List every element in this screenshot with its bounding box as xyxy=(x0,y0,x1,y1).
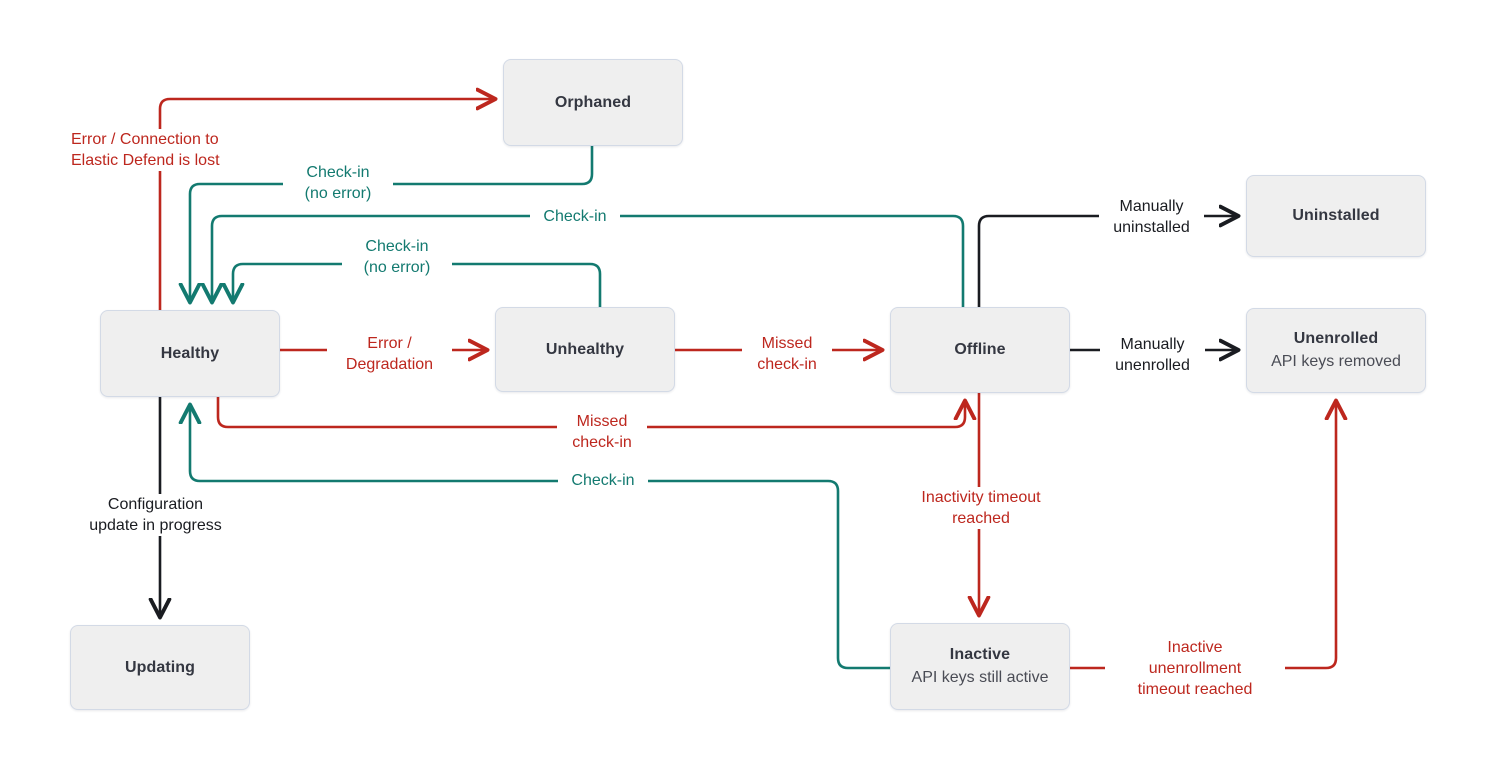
node-title: Inactive xyxy=(949,645,1011,663)
edge-label-orphaned-to-healthy: Check-in (no error) xyxy=(283,162,393,204)
node-orphaned[interactable]: Orphaned xyxy=(503,59,683,146)
edge-label-inactive-to-unenrolled: Inactive unenrollment timeout reached xyxy=(1105,637,1285,700)
edge-label-offline-to-inactive: Inactivity timeout reached xyxy=(896,487,1066,529)
node-title: Unhealthy xyxy=(545,340,625,358)
node-title: Unenrolled xyxy=(1293,329,1379,347)
node-offline[interactable]: Offline xyxy=(890,307,1070,393)
edge-inactive-to-unenrolled xyxy=(1070,401,1336,670)
edge-label-offline-to-healthy: Check-in xyxy=(530,206,620,227)
node-unenrolled[interactable]: Unenrolled API keys removed xyxy=(1246,308,1426,393)
edge-healthy-to-orphaned xyxy=(158,99,495,310)
edge-label-healthy-to-unhealthy: Error / Degradation xyxy=(327,333,452,375)
edge-label-offline-to-unenrolled: Manually unenrolled xyxy=(1100,334,1205,376)
node-subtitle: API keys removed xyxy=(1271,352,1401,370)
edge-inactive-to-healthy xyxy=(190,405,890,670)
edge-label-offline-to-uninstalled: Manually uninstalled xyxy=(1099,196,1204,238)
edge-label-inactive-to-healthy: Check-in xyxy=(558,470,648,491)
node-title: Orphaned xyxy=(554,93,632,111)
node-title: Offline xyxy=(954,341,1006,358)
edge-offline-to-uninstalled xyxy=(977,216,1238,307)
node-subtitle: API keys still active xyxy=(911,668,1049,686)
edge-label-healthy-to-updating: Configuration update in progress xyxy=(68,494,243,536)
edge-label-unhealthy-to-offline: Missed check-in xyxy=(742,333,832,375)
node-uninstalled[interactable]: Uninstalled xyxy=(1246,175,1426,257)
node-updating[interactable]: Updating xyxy=(70,625,250,710)
edge-label-healthy-to-offline: Missed check-in xyxy=(557,411,647,453)
node-inactive[interactable]: Inactive API keys still active xyxy=(890,623,1070,710)
edge-offline-to-healthy xyxy=(212,214,965,307)
edge-label-unhealthy-to-healthy: Check-in (no error) xyxy=(342,236,452,278)
edge-label-healthy-to-orphaned: Error / Connection to Elastic Defend is … xyxy=(66,129,266,171)
node-title: Healthy xyxy=(160,344,220,362)
node-title: Uninstalled xyxy=(1292,207,1380,224)
node-title: Updating xyxy=(124,658,196,676)
node-unhealthy[interactable]: Unhealthy xyxy=(495,307,675,392)
node-healthy[interactable]: Healthy xyxy=(100,310,280,397)
